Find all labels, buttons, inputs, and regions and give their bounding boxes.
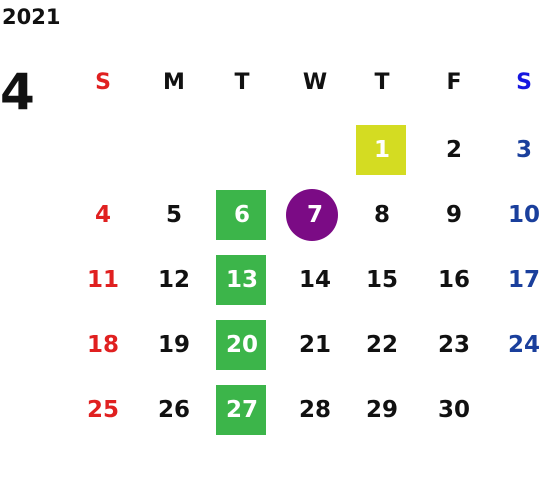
- day-cell-19[interactable]: 19: [141, 320, 207, 370]
- day-cell-12[interactable]: 12: [141, 255, 207, 305]
- day-cell-28[interactable]: 28: [282, 385, 348, 435]
- day-cell-29[interactable]: 29: [349, 385, 415, 435]
- event-highlight: [356, 125, 406, 175]
- day-cell-10[interactable]: 10: [491, 190, 548, 240]
- day-cell-21[interactable]: 21: [282, 320, 348, 370]
- day-number: 14: [298, 267, 331, 293]
- today-highlight-circle: [286, 189, 338, 241]
- day-number: 16: [437, 267, 470, 293]
- weekday-thursday: T: [374, 69, 390, 95]
- holiday-highlight: [216, 385, 266, 435]
- day-number: 8: [373, 202, 390, 228]
- holiday-highlight: [216, 255, 266, 305]
- weekday-header-row: S M T W T F S: [70, 66, 548, 98]
- day-number: 11: [86, 267, 119, 293]
- day-number: 19: [157, 332, 190, 358]
- day-number: 29: [365, 397, 398, 423]
- day-number: 5: [165, 202, 182, 228]
- day-cell-25[interactable]: 25: [70, 385, 136, 435]
- day-cell-27[interactable]: 27: [209, 385, 275, 435]
- day-cell-3[interactable]: 3: [491, 125, 548, 175]
- weekday-wednesday: W: [302, 69, 328, 95]
- day-number: 15: [365, 267, 398, 293]
- day-number: 17: [507, 267, 540, 293]
- day-cell-14[interactable]: 14: [282, 255, 348, 305]
- day-cell-1[interactable]: 1: [349, 125, 415, 175]
- day-number: 13: [225, 267, 258, 293]
- day-number: 2: [445, 137, 462, 163]
- day-cell-8[interactable]: 8: [349, 190, 415, 240]
- day-number: 9: [445, 202, 462, 228]
- day-number: 23: [437, 332, 470, 358]
- day-cell-6[interactable]: 6: [209, 190, 275, 240]
- day-cell-2[interactable]: 2: [421, 125, 487, 175]
- day-number: 22: [365, 332, 398, 358]
- day-cell-24[interactable]: 24: [491, 320, 548, 370]
- day-number: 28: [298, 397, 331, 423]
- day-cell-30[interactable]: 30: [421, 385, 487, 435]
- day-cell-11[interactable]: 11: [70, 255, 136, 305]
- weekday-sunday: S: [95, 69, 111, 95]
- day-number: 20: [225, 332, 258, 358]
- day-number: 6: [233, 202, 250, 228]
- day-number: 10: [507, 202, 540, 228]
- day-cell-5[interactable]: 5: [141, 190, 207, 240]
- day-cell-16[interactable]: 16: [421, 255, 487, 305]
- day-cell-18[interactable]: 18: [70, 320, 136, 370]
- calendar-month: 4: [0, 63, 35, 121]
- day-number: 26: [157, 397, 190, 423]
- day-number: 3: [515, 137, 532, 163]
- day-cell-15[interactable]: 15: [349, 255, 415, 305]
- holiday-highlight: [216, 190, 266, 240]
- day-cell-22[interactable]: 22: [349, 320, 415, 370]
- weekday-monday: M: [163, 69, 185, 95]
- day-number: 27: [225, 397, 258, 423]
- day-cell-4[interactable]: 4: [70, 190, 136, 240]
- day-cell-7[interactable]: 7: [282, 189, 348, 241]
- day-number: 4: [94, 202, 111, 228]
- day-number: 7: [306, 202, 323, 228]
- day-number: 24: [507, 332, 540, 358]
- day-cell-20[interactable]: 20: [209, 320, 275, 370]
- day-number: 21: [298, 332, 331, 358]
- day-cell-17[interactable]: 17: [491, 255, 548, 305]
- day-number: 18: [86, 332, 119, 358]
- day-number: 30: [437, 397, 470, 423]
- day-number: 12: [157, 267, 190, 293]
- day-cell-9[interactable]: 9: [421, 190, 487, 240]
- day-cell-13[interactable]: 13: [209, 255, 275, 305]
- day-number: 25: [86, 397, 119, 423]
- weekday-tuesday: T: [234, 69, 250, 95]
- weekday-saturday: S: [516, 69, 532, 95]
- day-number: 1: [373, 137, 390, 163]
- calendar-year: 2021: [2, 5, 61, 29]
- day-cell-26[interactable]: 26: [141, 385, 207, 435]
- holiday-highlight: [216, 320, 266, 370]
- weekday-friday: F: [446, 69, 462, 95]
- day-cell-23[interactable]: 23: [421, 320, 487, 370]
